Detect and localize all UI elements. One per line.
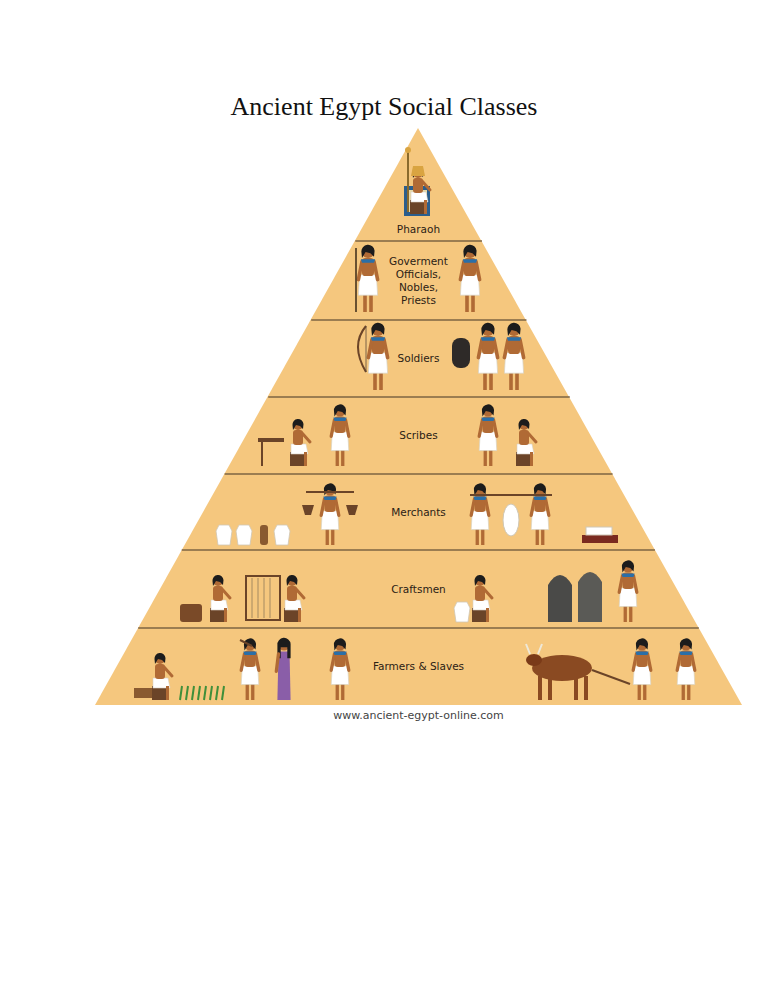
class-band: Soldiers bbox=[268, 320, 570, 397]
class-label: Merchants bbox=[391, 506, 446, 519]
class-band: Scribes bbox=[225, 397, 613, 474]
class-band: Merchants bbox=[182, 474, 655, 550]
class-band: Goverment Officials, Nobles, Priests bbox=[311, 241, 526, 320]
class-band: Craftsmen bbox=[138, 550, 699, 628]
class-label: Pharaoh bbox=[397, 223, 440, 236]
class-label: Scribes bbox=[399, 429, 437, 442]
watermark-url: www.ancient-egypt-online.com bbox=[0, 709, 768, 722]
class-label: Craftsmen bbox=[391, 583, 446, 596]
class-band: Farmers & Slaves bbox=[95, 628, 742, 705]
class-label: Farmers & Slaves bbox=[373, 660, 464, 673]
class-label: Soldiers bbox=[398, 352, 440, 365]
class-label: Goverment Officials, Nobles, Priests bbox=[385, 255, 451, 307]
class-band: Pharaoh bbox=[355, 128, 482, 241]
diagram-title: Ancient Egypt Social Classes bbox=[0, 92, 768, 122]
